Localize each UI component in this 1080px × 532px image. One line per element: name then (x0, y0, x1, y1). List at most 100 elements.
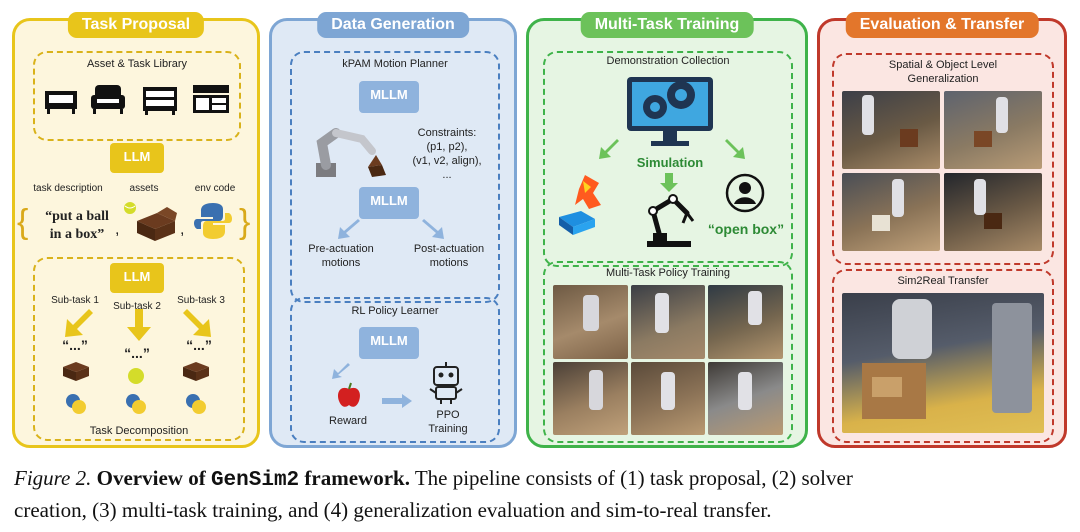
down-green-arrow (660, 173, 678, 192)
subtask-2-ball-icon (128, 368, 144, 384)
kpam-planner-box (290, 51, 500, 303)
monitor-gear-icon (627, 77, 713, 146)
data-generation-panel: Data Generation kPAM Motion Planner MLLM… (269, 12, 517, 448)
simulation-label: Simulation (636, 155, 704, 170)
caption-bold-prefix: Overview of (96, 466, 206, 490)
kitchen-icon (193, 85, 229, 113)
caption-figure-label: Figure 2. (14, 466, 92, 490)
ball-icon (124, 202, 136, 214)
open-box-label: “open box” (707, 221, 785, 237)
asset-library-label: Asset & Task Library (86, 58, 188, 70)
generalization-label-line-2: Generalization (907, 73, 979, 85)
close-brace: } (239, 203, 251, 241)
sim-frame-2 (630, 285, 706, 359)
subtask-1-ellipsis: “...” (62, 337, 88, 353)
sim-frame-3 (708, 285, 783, 359)
subtask-3-box-icon (183, 362, 209, 381)
user-avatar-icon (725, 173, 765, 213)
reward-label: Reward (329, 415, 367, 427)
caption-bold-suffix: framework. (304, 466, 410, 490)
demo-collection-box (543, 51, 793, 267)
python-icon (194, 203, 232, 239)
dresser-icon (143, 87, 177, 115)
task-decomposition-box (33, 257, 245, 441)
robot-icon (429, 362, 463, 404)
subtask-1-label: Sub-task 1 (51, 295, 99, 306)
task-description-label: task description (33, 183, 103, 194)
generalization-grid (842, 91, 1042, 251)
open-brace: { (17, 203, 29, 241)
generalization-box (832, 53, 1054, 265)
eval-frame-2 (944, 91, 1042, 169)
eval-frame-1 (842, 91, 940, 169)
furniture-icons (45, 85, 229, 115)
subtask-2-ellipsis: “...” (124, 345, 150, 361)
sim2real-photo (842, 293, 1044, 433)
example-prompt-line2: in a box” (49, 227, 105, 242)
llm-box-bottom: LLM (110, 263, 164, 293)
rl-learner-label: RL Policy Learner (351, 305, 439, 317)
subtask-1-python-icon (66, 394, 86, 414)
subtask-3-python-icon (186, 394, 206, 414)
left-green-arrow (599, 139, 619, 159)
robot-arm-icon (316, 128, 386, 177)
task-proposal-panel: Task Proposal Asset & Task Library LLM t… (12, 12, 260, 448)
example-prompt-line1: “put a ball (45, 209, 109, 224)
llm-box-top: LLM (110, 143, 164, 173)
policy-training-box (543, 261, 793, 443)
pre-actuation-line-2: motions (321, 257, 361, 269)
multi-task-training-panel: Multi-Task Training Demonstration Collec… (526, 12, 808, 448)
multi-task-training-title: Multi-Task Training (580, 12, 754, 38)
right-green-arrow (725, 139, 745, 159)
task-decomposition-label: Task Decomposition (89, 425, 189, 437)
caption-line-1: Figure 2. Overview of GenSim2 framework.… (14, 466, 853, 492)
policy-training-label: Multi-Task Policy Training (605, 267, 731, 279)
task-proposal-title: Task Proposal (67, 12, 205, 38)
mllm-box-3: MLLM (359, 327, 419, 359)
post-actuation-line-2: motions (429, 257, 469, 269)
sim2real-label: Sim2Real Transfer (897, 275, 989, 287)
constraints-line-3: (v1, v2, align), (412, 155, 482, 167)
subtask-3-label: Sub-task 3 (177, 295, 225, 306)
constraints-line-4: ... (442, 169, 452, 181)
assets-label: assets (129, 183, 159, 194)
generalization-label-line-1: Spatial & Object Level (888, 59, 998, 71)
reward-to-ppo-arrow (382, 394, 412, 408)
constraints-line-2: (p1, p2), (426, 141, 468, 153)
subtask-2-label: Sub-task 2 (113, 301, 161, 312)
constraints-line-1: Constraints: (417, 127, 477, 139)
mllm-to-reward-arrow (332, 363, 350, 379)
pointcloud-icon (559, 175, 601, 235)
env-code-label: env code (194, 183, 236, 194)
mllm-box-1: MLLM (359, 81, 419, 113)
data-generation-title: Data Generation (317, 12, 469, 38)
policy-training-grid (553, 285, 783, 435)
eval-frame-4 (944, 173, 1042, 251)
asset-library-box (33, 51, 241, 141)
branch-arrows (338, 219, 444, 239)
sim-frame-6 (708, 361, 783, 435)
eval-frame-3 (842, 173, 940, 251)
ppo-label-line-2: Training (428, 423, 468, 435)
caption-line-2: creation, (3) multi-task training, and (… (14, 498, 772, 522)
subtask-2-python-icon (126, 394, 146, 414)
subtask-1-box-icon (63, 362, 89, 381)
post-actuation-line-1: Post-actuation (413, 243, 485, 255)
subtask-3-ellipsis: “...” (186, 337, 212, 353)
caption-line-1-rest: The pipeline consists of (1) task propos… (414, 466, 853, 490)
demo-collection-label: Demonstration Collection (606, 55, 730, 67)
evaluation-transfer-title: Evaluation & Transfer (845, 12, 1039, 38)
mllm-box-2: MLLM (359, 187, 419, 219)
armchair-icon (91, 85, 125, 114)
caption-method-name: GenSim2 (210, 469, 300, 492)
sim-frame-1 (553, 285, 628, 359)
tv-stand-icon (45, 91, 77, 114)
rl-learner-box (290, 297, 500, 443)
apple-icon (338, 382, 360, 407)
sim-frame-5 (630, 361, 706, 435)
pre-actuation-line-1: Pre-actuation (308, 243, 374, 255)
ppo-label-line-1: PPO (436, 409, 460, 421)
box-icon (137, 207, 177, 241)
robot-arm-sim-icon (647, 194, 695, 247)
subtask-arrows (65, 309, 211, 341)
